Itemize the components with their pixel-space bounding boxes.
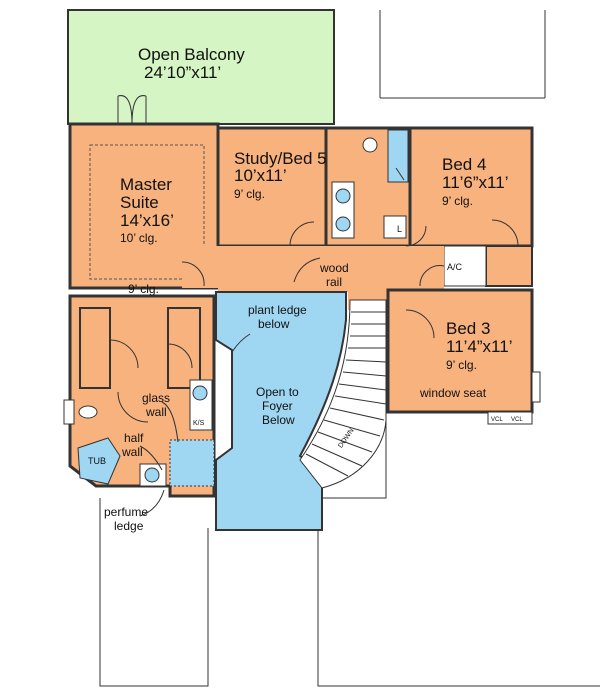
balcony-dims: 24’10”x11’ [144,63,221,82]
master-lav [144,467,160,483]
hallway [182,246,444,310]
balcony-name: Open Balcony [138,45,245,64]
staircase [299,299,387,489]
bed3-ceiling: 9’ clg. [446,358,477,372]
perfume-ledge-1: perfume [104,505,148,519]
glass-wall-2: wall [145,405,167,419]
study-name: Study/Bed 5 [234,149,327,168]
bed3-dims: 11’4”x11’ [446,337,512,356]
lower-level-outline [99,10,600,687]
master-name-1: Master [120,175,172,194]
master-sink [192,385,208,401]
hall-bath-door [395,167,405,181]
sink-1 [335,188,351,204]
master-shower [169,439,215,487]
master-tray-ceiling-outline [89,144,205,280]
linen-label: L [397,224,402,234]
tub-label: TUB [88,456,106,466]
bed3-name: Bed 3 [446,319,490,338]
door-swings [109,95,519,423]
glass-wall-1: glass [142,391,170,405]
vcl-closets [487,411,533,425]
toilet-master [78,405,98,419]
bed4-closet [485,245,533,287]
perfume-ledge-2: ledge [114,519,144,533]
master-window [63,399,75,425]
tub-platform [77,437,121,485]
master-dims: 14’x16’ [120,211,174,230]
walk-in-closet-left [79,307,111,389]
bathtub-bed4 [387,129,409,183]
bed4-room [408,126,534,248]
study-dims: 10’x11’ [234,166,287,185]
study-ceiling: 9’ clg. [234,187,265,201]
foyer-line-3: Below [262,413,295,427]
hall-ceiling: 9’ clg. [128,282,159,296]
master-name-2: Suite [120,193,159,212]
master-ceiling: 10’ clg. [120,231,158,245]
study-room [216,126,328,248]
vcl-label-2: VCL [511,417,523,423]
wood-rail-2: rail [326,275,342,289]
wood-rail-1: wood [319,261,349,275]
stair-treads [305,311,387,477]
foyer-line-2: Foyer [262,399,293,413]
vcl-label-1: VCL [491,417,503,423]
foyer-line-1: Open to [256,385,299,399]
linen-closet [383,215,407,239]
bed4-name: Bed 4 [442,155,486,174]
walk-in-closet-right [167,307,201,389]
half-wall-2: wall [121,445,143,459]
ks-label: K/S [193,420,205,427]
leader-lines [139,257,321,517]
plant-ledge-2: below [258,317,290,331]
ac-label: A/C [447,262,463,272]
bed4-ceiling: 9’ clg. [442,194,473,208]
plant-ledge-1: plant ledge [248,303,307,317]
toilet-hall [362,137,378,153]
window-seat-label: window seat [419,386,487,400]
sink-2 [335,216,351,232]
bed3-window-seat [531,371,541,403]
half-wall-1: half [124,431,144,445]
bed4-dims: 11’6”x11’ [442,173,508,192]
